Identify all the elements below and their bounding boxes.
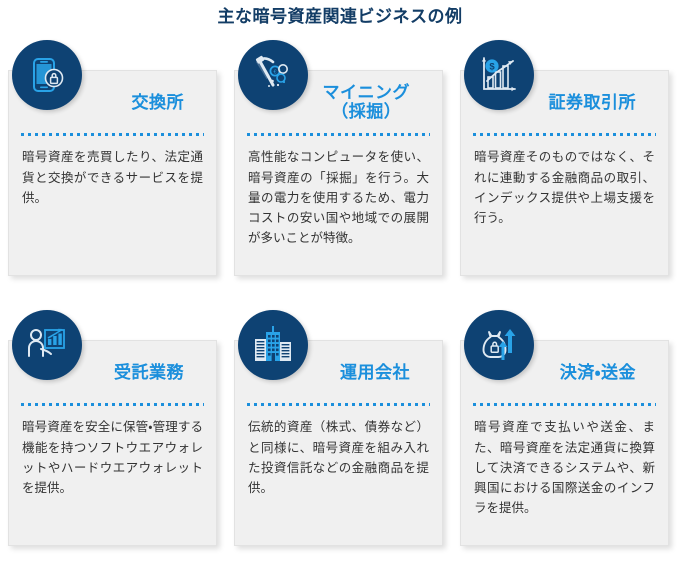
dotted-divider	[247, 403, 430, 407]
pickaxe-coins-icon: €	[238, 40, 308, 111]
dotted-divider	[21, 403, 204, 407]
money-bag-transfer-icon	[464, 310, 534, 381]
card-body-panel: 運用会社 伝統的資産（株式、債券など）と同様に、暗号資産を組み入れた投資信託など…	[234, 340, 443, 547]
svg-text:€: €	[274, 70, 277, 76]
card-title: 受託業務	[114, 362, 184, 382]
card-header: 証券取引所	[461, 71, 668, 133]
card-title: 運用会社	[340, 362, 410, 382]
card-description: 暗号資産そのものではなく、それに連動する金融商品の取引、インデックス提供や上場支…	[474, 150, 655, 226]
person-presenting-chart-icon	[12, 310, 82, 381]
card-securities-exchange: 証券取引所 暗号資産そのものではなく、それに連動する金融商品の取引、インデックス…	[460, 40, 669, 278]
page-title: 主な暗号資産関連ビジネスの例	[217, 7, 463, 26]
card-header: 決済・送金	[461, 341, 668, 403]
card-description: 伝統的資産（株式、債券など）と同様に、暗号資産を組み入れた投資信託などの金融商品…	[248, 420, 429, 496]
card-payments-remittance: 決済・送金 暗号資産で支払いや送金、また、暗号資産を法定通貨に換算して決済できる…	[460, 310, 669, 548]
card-exchange: 交換所 暗号資産を売買したり、法定通貨と交換ができるサービスを提供。	[8, 40, 217, 278]
card-header: 運用会社	[235, 341, 442, 403]
card-header: 受託業務	[9, 341, 216, 403]
card-body-panel: 証券取引所 暗号資産そのものではなく、それに連動する金融商品の取引、インデックス…	[460, 70, 669, 277]
card-body-panel: マイニング （採掘） 高性能なコンピュータを使い、暗号資産の「採掘」を行う。大量…	[234, 70, 443, 277]
dotted-divider	[21, 133, 204, 137]
card-custody: 受託業務 暗号資産を安全に保管・管理する機能を持つソフトウエアウォレットやハード…	[8, 310, 217, 548]
dotted-divider	[473, 133, 656, 137]
card-header: 交換所	[9, 71, 216, 133]
business-card-grid: 交換所 暗号資産を売買したり、法定通貨と交換ができるサービスを提供。 マイニング…	[0, 40, 680, 548]
card-title: 交換所	[131, 92, 184, 112]
bar-chart-dollar-icon: $	[464, 40, 534, 111]
dotted-divider	[473, 403, 656, 407]
card-header: マイニング （採掘）	[235, 71, 442, 133]
dotted-divider	[247, 133, 430, 137]
svg-text:$: $	[489, 62, 495, 73]
card-title: 決済・送金	[559, 362, 636, 382]
card-description: 暗号資産で支払いや送金、また、暗号資産を法定通貨に換算して決済できるシステムや、…	[474, 420, 655, 516]
card-description: 高性能なコンピュータを使い、暗号資産の「採掘」を行う。大量の電力を使用するため、…	[248, 150, 429, 246]
smartphone-lock-icon	[12, 40, 82, 111]
card-title: マイニング （採掘）	[322, 82, 410, 122]
card-description: 暗号資産を安全に保管・管理する機能を持つソフトウエアウォレットやハードウエアウォ…	[22, 420, 203, 496]
card-asset-management: 運用会社 伝統的資産（株式、債券など）と同様に、暗号資産を組み入れた投資信託など…	[234, 310, 443, 548]
card-description: 暗号資産を売買したり、法定通貨と交換ができるサービスを提供。	[22, 150, 203, 205]
office-buildings-icon	[238, 310, 308, 381]
card-title: 証券取引所	[548, 92, 636, 112]
card-mining: マイニング （採掘） 高性能なコンピュータを使い、暗号資産の「採掘」を行う。大量…	[234, 40, 443, 278]
